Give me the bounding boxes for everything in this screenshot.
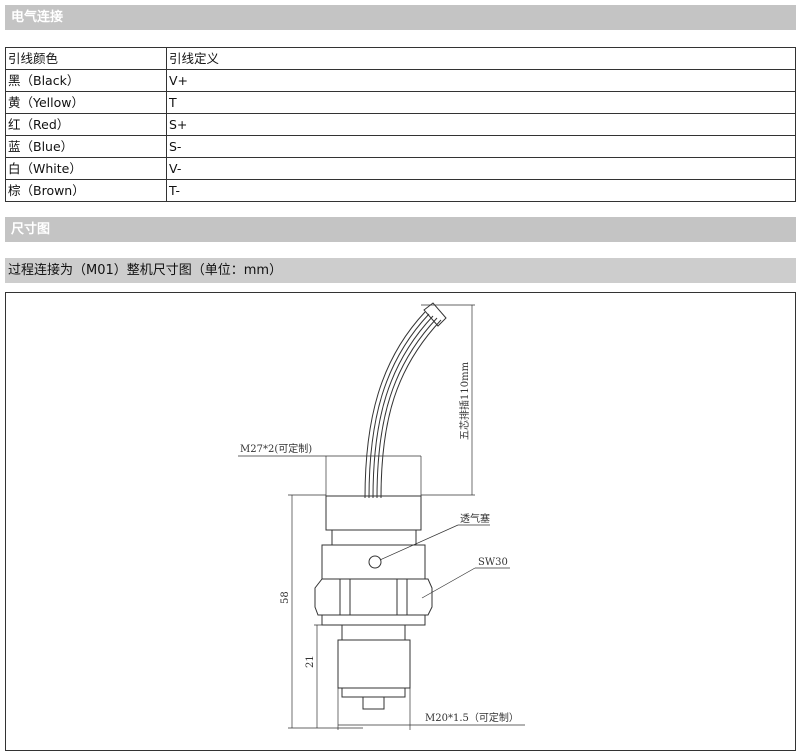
table-row: 棕（Brown）T- [5,179,796,202]
table-row: 蓝（Blue）S- [5,135,796,158]
cell: 棕（Brown） [5,179,167,202]
cable [364,302,447,499]
height-21-label: 21 [305,655,316,668]
drawing-frame [5,292,796,751]
top-thread-label: M27*2(可定制) [240,442,312,455]
wiring-table: 引线颜色引线定义 黑（Black）V+ 黄（Yellow）T 红（Red）S+ … [5,47,796,202]
cell: T- [166,179,796,202]
cable-length-label: 五芯排插110mm [458,361,471,440]
sensor-body [314,495,433,710]
vent-label: 透气塞 [460,512,490,525]
drawing-subtitle: 过程连接为（M01）整机尺寸图（单位：mm） [5,258,796,283]
table-row: 黑（Black）V+ [5,69,796,92]
height-58-label: 58 [280,591,291,604]
hex-label: SW30 [478,557,508,568]
dimension-lines [238,304,525,730]
cell: 蓝（Blue） [5,135,167,158]
section-header-dimensions: 尺寸图 [5,217,796,242]
vent-plug-icon [368,555,382,569]
section-header-electrical: 电气连接 [5,5,796,30]
bottom-thread-label: M20*1.5（可定制） [425,711,519,724]
